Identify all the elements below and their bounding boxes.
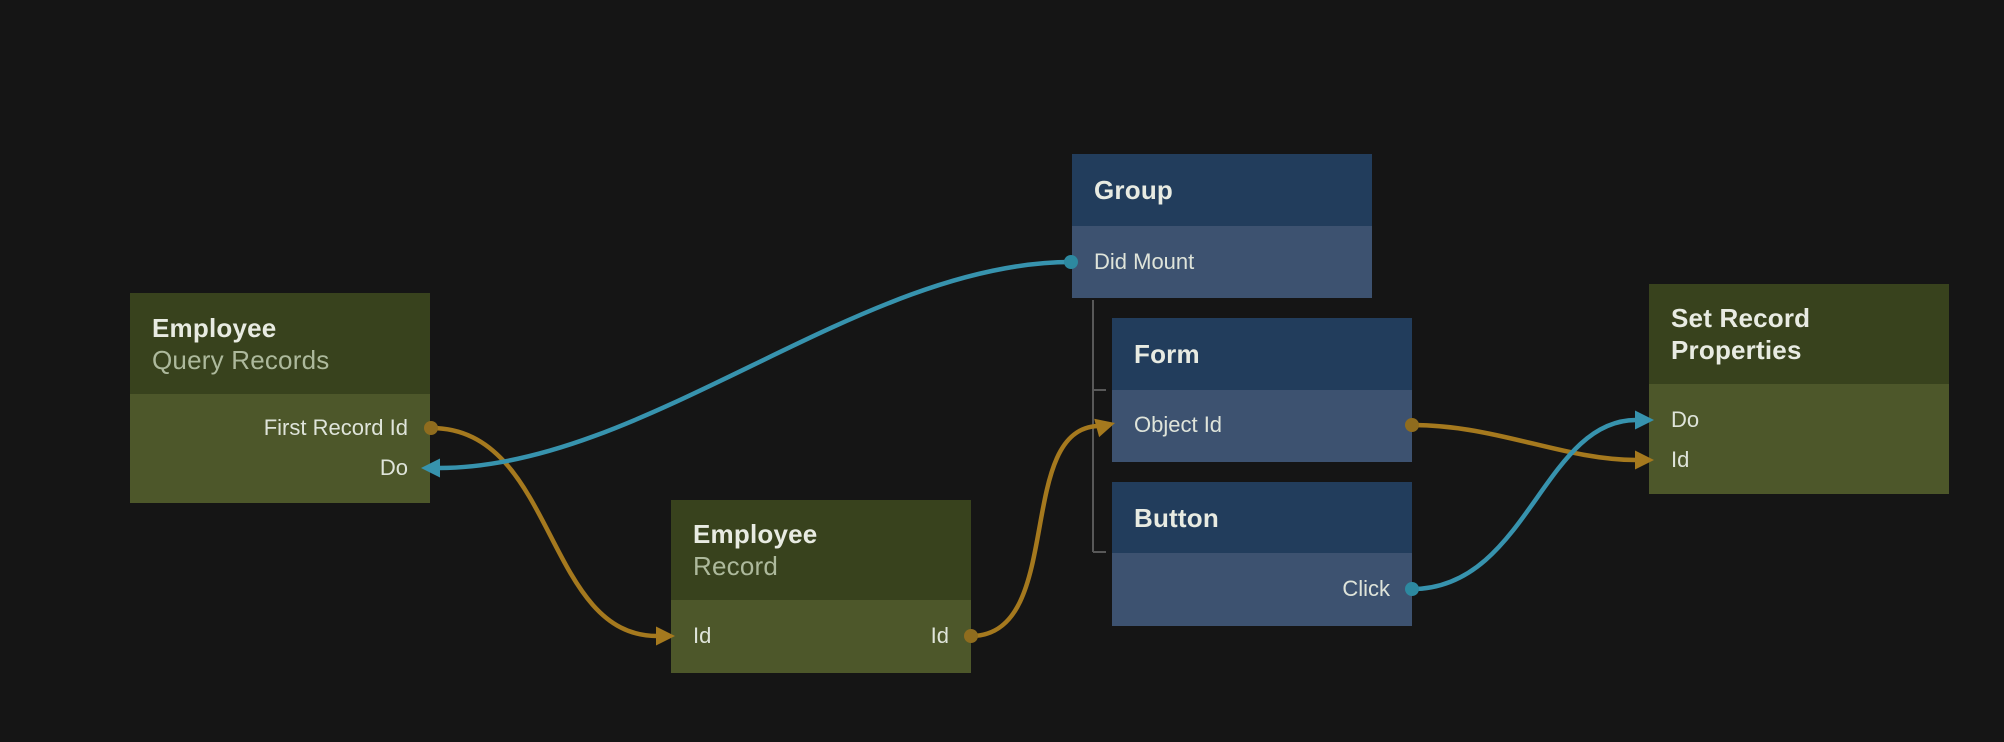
port-do-right[interactable]: Do: [379, 455, 408, 480]
port-id-right[interactable]: Id: [930, 623, 949, 648]
port-object-id-left[interactable]: Object Id: [1134, 412, 1223, 437]
port-id-left[interactable]: Id: [1671, 447, 1690, 472]
connection-button-click-to-set-record-do[interactable]: [1409, 417, 1639, 592]
node-body: First Record Id Do: [130, 394, 430, 503]
node-title: Form: [1134, 339, 1200, 369]
node-header: Button: [1112, 482, 1412, 553]
node-header: Form: [1112, 318, 1412, 390]
node-title: Group: [1094, 175, 1173, 205]
node-body: Object Id: [1112, 390, 1412, 462]
port-id-left[interactable]: Id: [693, 623, 712, 648]
node-header: Group: [1072, 154, 1372, 226]
node-title: Button: [1134, 502, 1219, 533]
node-body: Click: [1112, 553, 1412, 626]
connection-group-did-mount-to-query-do[interactable]: [436, 259, 1074, 471]
connection-form-object-id-to-set-record-id[interactable]: [1409, 422, 1639, 463]
port-click-right[interactable]: Click: [1342, 576, 1390, 601]
node-title: Employee: [693, 519, 818, 549]
port-did-mount-left[interactable]: Did Mount: [1094, 249, 1195, 274]
node-header: Set Record Properties: [1649, 284, 1949, 384]
port-first-record-id-right[interactable]: First Record Id: [263, 415, 408, 440]
connection-query-first-record-id-to-record-id[interactable]: [428, 425, 660, 639]
node-title: Employee: [152, 312, 277, 343]
node-title: Set Record Properties: [1671, 303, 1811, 365]
node-body: Id Id: [671, 600, 971, 673]
connection-record-id-to-form-object-id[interactable]: [968, 423, 1101, 639]
port-do-left[interactable]: Do: [1671, 407, 1700, 432]
node-subtitle: Record: [693, 551, 779, 581]
node-body: Did Mount: [1072, 226, 1372, 298]
node-subtitle: Query Records: [152, 344, 330, 375]
